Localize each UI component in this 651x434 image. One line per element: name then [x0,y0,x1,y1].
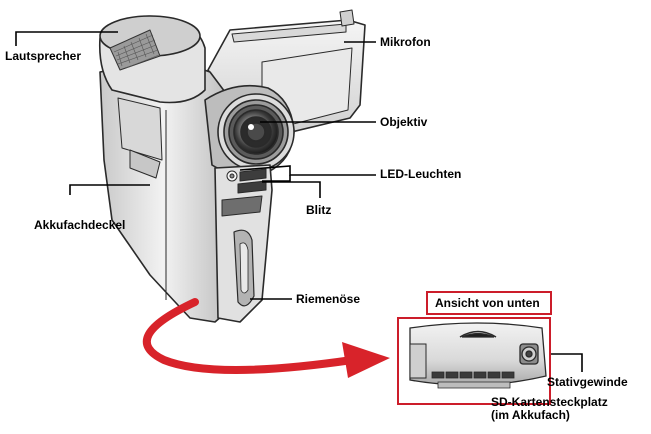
camcorder-bottom-view [409,322,547,389]
label-objektiv: Objektiv [380,115,428,129]
label-mikrofon: Mikrofon [380,35,431,49]
label-sd-line2: (im Akkufach) [491,408,570,422]
sd-slot [459,330,497,338]
curved-arrow-icon [142,298,390,378]
leader-led [239,165,376,176]
leader-akkufach [69,184,150,195]
label-riemenoese: Riemenöse [296,292,361,306]
bottom-view-title-box: Ansicht von unten [426,291,552,315]
leader-lautsprecher [15,31,118,46]
label-lautsprecher: Lautsprecher [5,49,82,63]
camcorder-illustration [98,9,366,323]
label-led-leuchten: LED-Leuchten [380,167,462,181]
label-akkufachdeckel: Akkufachdeckel [34,218,126,232]
speaker-grille [109,29,161,71]
flash-window [221,195,263,217]
label-sd-line1: SD-Kartensteckplatz [491,395,608,409]
label-blitz: Blitz [306,203,332,217]
leader-blitz [262,181,321,198]
bottom-feet-strip [431,371,515,379]
label-stativgewinde: Stativgewinde [547,375,628,389]
label-sd-kartensteckplatz: SD-Kartensteckplatz (im Akkufach) [491,396,608,422]
led-lights-cluster [226,168,267,194]
bottom-view-title: Ansicht von unten [435,296,540,310]
